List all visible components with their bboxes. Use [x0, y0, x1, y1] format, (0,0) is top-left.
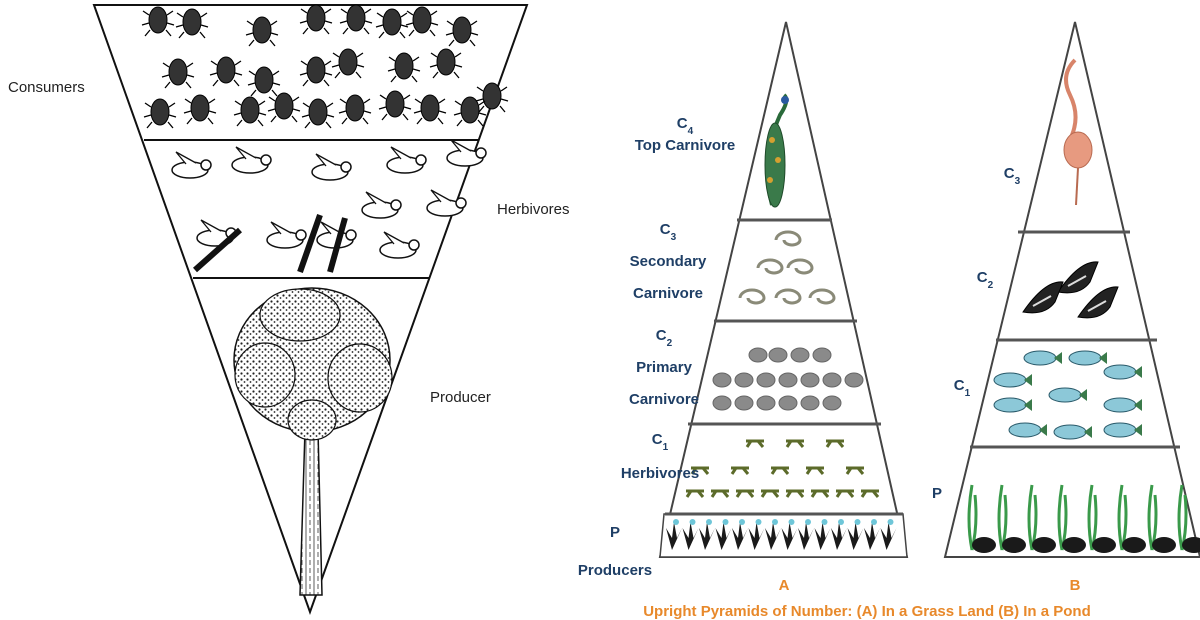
rock-icon: [1122, 537, 1146, 553]
frog-icon: [713, 396, 731, 410]
pyramid-b-letter: B: [1070, 577, 1081, 594]
water-drop-icon: [789, 519, 795, 525]
frog-icon: [791, 348, 809, 362]
frog-icon: [779, 396, 797, 410]
figure-caption: Upright Pyramids of Number: (A) In a Gra…: [643, 603, 1091, 620]
frog-icon: [801, 396, 819, 410]
water-drop-icon: [739, 519, 745, 525]
frog-icon: [735, 373, 753, 387]
tier-code: C1: [954, 377, 971, 399]
rock-icon: [1032, 537, 1056, 553]
tier-code: C2: [656, 327, 673, 349]
tier-code: C2: [977, 269, 994, 291]
tier-name: Producers: [578, 562, 652, 579]
water-drop-icon: [690, 519, 696, 525]
frog-icon: [735, 396, 753, 410]
frog-icon: [823, 373, 841, 387]
water-drop-icon: [772, 519, 778, 525]
tier-code: C1: [652, 431, 669, 453]
rock-icon: [1152, 537, 1176, 553]
water-drop-icon: [673, 519, 679, 525]
tier-code: P: [610, 524, 620, 541]
frog-icon: [845, 373, 863, 387]
water-drop-icon: [838, 519, 844, 525]
water-drop-icon: [855, 519, 861, 525]
rock-icon: [1002, 537, 1026, 553]
frog-icon: [769, 348, 787, 362]
water-drop-icon: [723, 519, 729, 525]
tier-name: Primary: [636, 359, 693, 376]
frog-icon: [801, 373, 819, 387]
rock-icon: [972, 537, 996, 553]
water-drop-icon: [822, 519, 828, 525]
tier-name: Top Carnivore: [635, 137, 736, 154]
water-drop-icon: [756, 519, 762, 525]
tier-code: C3: [1004, 165, 1021, 187]
label-herbivores: Herbivores: [497, 201, 570, 218]
tier-name: Carnivore: [633, 285, 703, 302]
rock-icon: [1092, 537, 1116, 553]
tier-name: Secondary: [630, 253, 707, 270]
inverted-pyramid: Consumers Herbivores Producer: [8, 5, 570, 612]
frog-icon: [757, 373, 775, 387]
frog-icon: [779, 373, 797, 387]
rock-icon: [1062, 537, 1086, 553]
frog-icon: [813, 348, 831, 362]
tier-code: P: [932, 485, 942, 502]
tier-name: Herbivores: [621, 465, 699, 482]
label-consumers: Consumers: [8, 79, 85, 96]
frog-icon: [713, 373, 731, 387]
tier-code: C4: [677, 115, 694, 137]
pyramid-a-letter: A: [779, 577, 790, 594]
tier-code: C3: [660, 221, 677, 243]
water-drop-icon: [871, 519, 877, 525]
frog-icon: [757, 396, 775, 410]
label-producer: Producer: [430, 389, 491, 406]
tier-name: Carnivore: [629, 391, 699, 408]
frog-icon: [823, 396, 841, 410]
frog-icon: [749, 348, 767, 362]
water-drop-icon: [888, 519, 894, 525]
water-drop-icon: [805, 519, 811, 525]
water-drop-icon: [706, 519, 712, 525]
